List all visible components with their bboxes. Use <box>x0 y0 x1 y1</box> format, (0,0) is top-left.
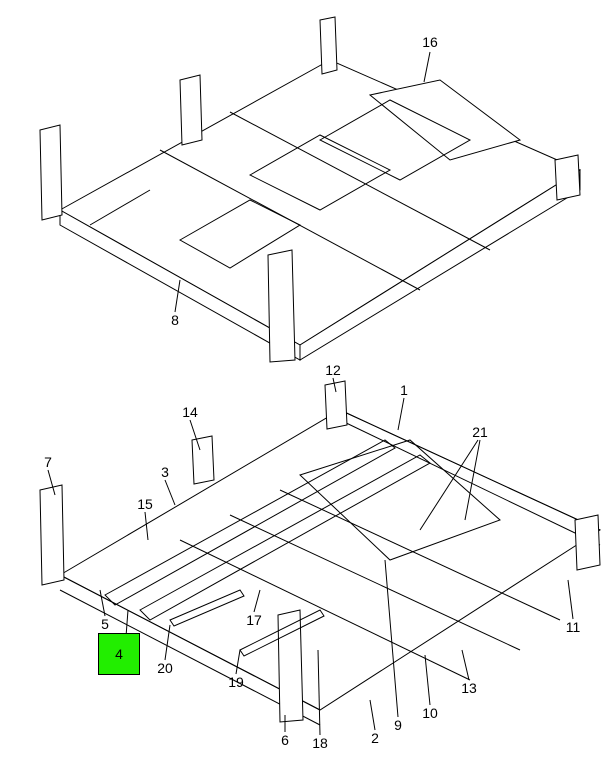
callout-19: 19 <box>228 674 244 690</box>
callout-1: 1 <box>400 382 408 398</box>
callout-9: 9 <box>394 717 402 733</box>
callout-5: 5 <box>101 616 109 632</box>
callout-4: 4 <box>115 646 123 662</box>
callout-13: 13 <box>461 680 477 696</box>
callout-12: 12 <box>325 362 341 378</box>
frame-assembly <box>39 377 602 736</box>
callout-15: 15 <box>137 496 153 512</box>
callout-3: 3 <box>161 464 169 480</box>
callout-7: 7 <box>44 454 52 470</box>
callout-20: 20 <box>157 660 173 676</box>
highlighted-callout-4[interactable]: 4 <box>98 633 140 675</box>
floor-panel-assembly <box>39 16 582 363</box>
callout-10: 10 <box>422 705 438 721</box>
callout-2: 2 <box>371 730 379 746</box>
callout-14: 14 <box>182 404 198 420</box>
callout-8: 8 <box>171 312 179 328</box>
callout-21: 21 <box>472 424 488 440</box>
callout-16: 16 <box>422 34 438 50</box>
callout-17: 17 <box>246 612 262 628</box>
callout-11: 11 <box>565 619 581 635</box>
callout-6: 6 <box>281 732 289 748</box>
callout-18: 18 <box>312 735 328 751</box>
